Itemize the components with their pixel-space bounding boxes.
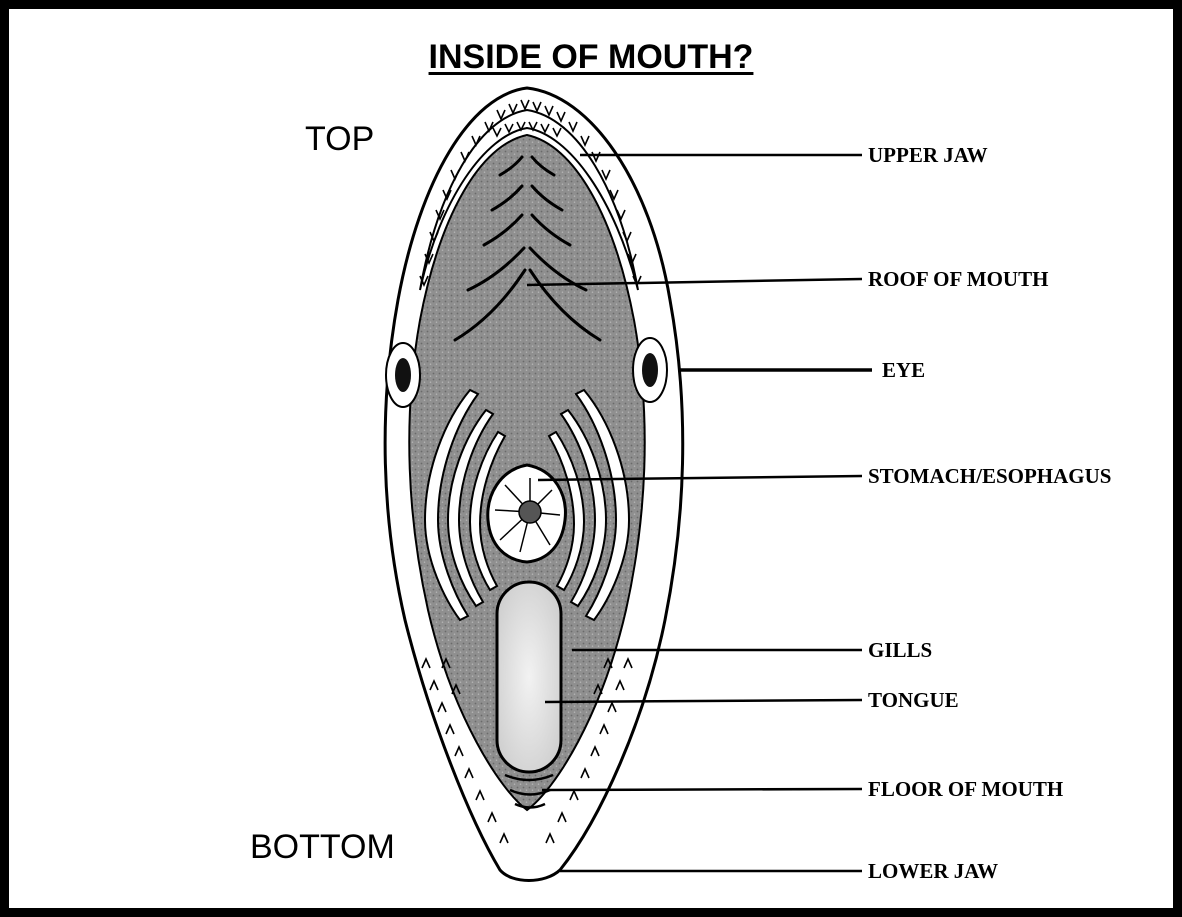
label-upper-jaw: UPPER JAW: [868, 143, 988, 168]
top-orientation-label: TOP: [305, 120, 374, 159]
label-floor-of-mouth: FLOOR OF MOUTH: [868, 777, 1063, 802]
label-lower-jaw: LOWER JAW: [868, 859, 998, 884]
label-eye: EYE: [882, 358, 925, 383]
bottom-orientation-label: BOTTOM: [250, 828, 395, 867]
label-tongue: TONGUE: [868, 688, 959, 713]
tongue-shape: [497, 582, 561, 772]
eye-right: [633, 338, 667, 402]
eye-left: [386, 343, 420, 407]
label-roof-of-mouth: ROOF OF MOUTH: [868, 267, 1048, 292]
label-stomach-esophagus: STOMACH/ESOPHAGUS: [868, 464, 1112, 489]
leader-floor-of-mouth: [542, 789, 862, 790]
label-gills: GILLS: [868, 638, 932, 663]
diagram-title: INSIDE OF MOUTH?: [0, 38, 1182, 77]
